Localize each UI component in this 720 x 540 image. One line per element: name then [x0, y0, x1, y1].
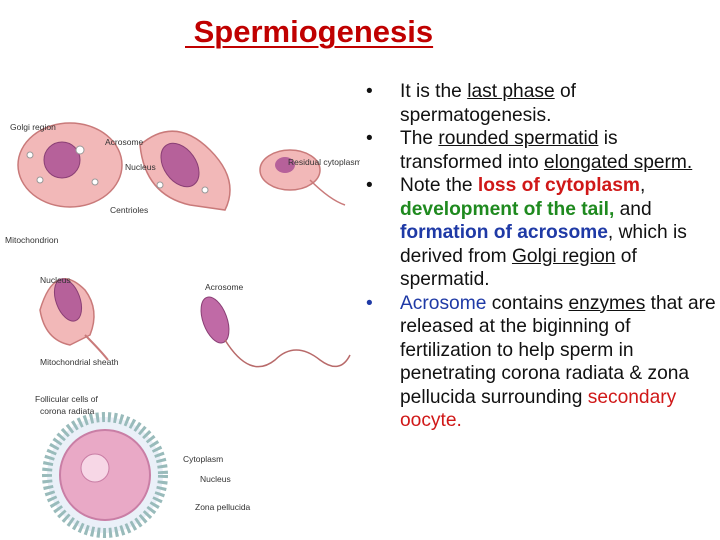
label-acrosome-1: Acrosome — [105, 137, 144, 147]
label-follicular-cells: Follicular cells of — [35, 394, 98, 404]
label-acrosome-2: Acrosome — [205, 282, 244, 292]
bullet-1-underlined: last phase — [467, 81, 555, 102]
spermatid-stage-4 — [39, 278, 109, 361]
bullet-4-red: secondary oocyte. — [400, 386, 677, 432]
bullet-3-text-end: of spermatid. — [400, 245, 637, 291]
bullet-3-text-mid: , which is derived from — [400, 222, 687, 267]
spermatid-stage-5 — [200, 296, 351, 368]
bullet-3-text: Note the — [400, 175, 478, 196]
spermiogenesis-illustration: Golgi region Acrosome Nucleus Residual c… — [5, 122, 360, 538]
bullet-3-comma: , — [639, 175, 646, 196]
bullet-2-underlined-2: elongated sperm. — [543, 151, 693, 173]
label-golgi-region: Golgi region — [10, 122, 56, 132]
bullet-marker: • — [366, 292, 373, 314]
oocyte — [42, 412, 168, 538]
bullet-3-and: and — [614, 198, 652, 220]
label-nucleus-1: Nucleus — [125, 162, 156, 172]
bullet-marker: • — [366, 175, 373, 196]
bullet-4-text-mid: that are released at the biginning of fe… — [400, 292, 716, 408]
label-cytoplasm: Cytoplasm — [183, 454, 223, 464]
bullet-marker: • — [366, 128, 373, 149]
bullet-4-underlined: enzymes — [568, 292, 646, 314]
slide-title: Spermiogenesis — [185, 14, 434, 49]
bullet-1-text-end: of spermatogenesis. — [400, 81, 576, 126]
label-centrioles: Centrioles — [110, 205, 148, 215]
label-corona-radiata: corona radiata — [40, 406, 95, 416]
bullet-4-blue: Acrosome — [400, 292, 487, 314]
spermatid-stage-3 — [259, 149, 346, 206]
bullet-marker: • — [366, 81, 373, 102]
bullet-2-underlined-1: rounded spermatid — [438, 128, 599, 149]
spermatid-stage-1 — [17, 122, 123, 208]
bullet-2-text: The — [400, 128, 439, 149]
label-zona-pellucida: Zona pellucida — [195, 502, 251, 512]
label-residual-cytoplasm: Residual cytoplasm — [288, 157, 360, 167]
bullet-item: • The rounded spermatid is transformed i… — [366, 127, 716, 174]
bullet-3-underlined: Golgi region — [511, 245, 616, 267]
label-nucleus-2: Nucleus — [40, 275, 71, 285]
bullet-3-blue: formation of acrosome — [400, 222, 608, 243]
bullet-2-text-mid: is transformed into — [400, 128, 618, 173]
label-mitochondrial-sheath: Mitochondrial sheath — [40, 357, 119, 367]
bullet-3-green: development of the tail, — [400, 198, 615, 220]
label-nucleus-3: Nucleus — [200, 474, 231, 484]
bullet-item: • Acrosome contains enzymes that are rel… — [366, 292, 716, 433]
bullet-item: • It is the last phase of spermatogenesi… — [366, 80, 716, 127]
bullet-1-text: It is the — [400, 81, 468, 102]
bullet-list: • It is the last phase of spermatogenesi… — [366, 80, 716, 433]
bullet-4-text: contains — [486, 292, 569, 314]
bullet-3-red: loss of cytoplasm — [477, 175, 640, 196]
bullet-item: • Note the loss of cytoplasm, developmen… — [366, 174, 716, 292]
label-mitochondrion: Mitochondrion — [5, 235, 59, 245]
spermatid-stage-2 — [139, 130, 231, 211]
